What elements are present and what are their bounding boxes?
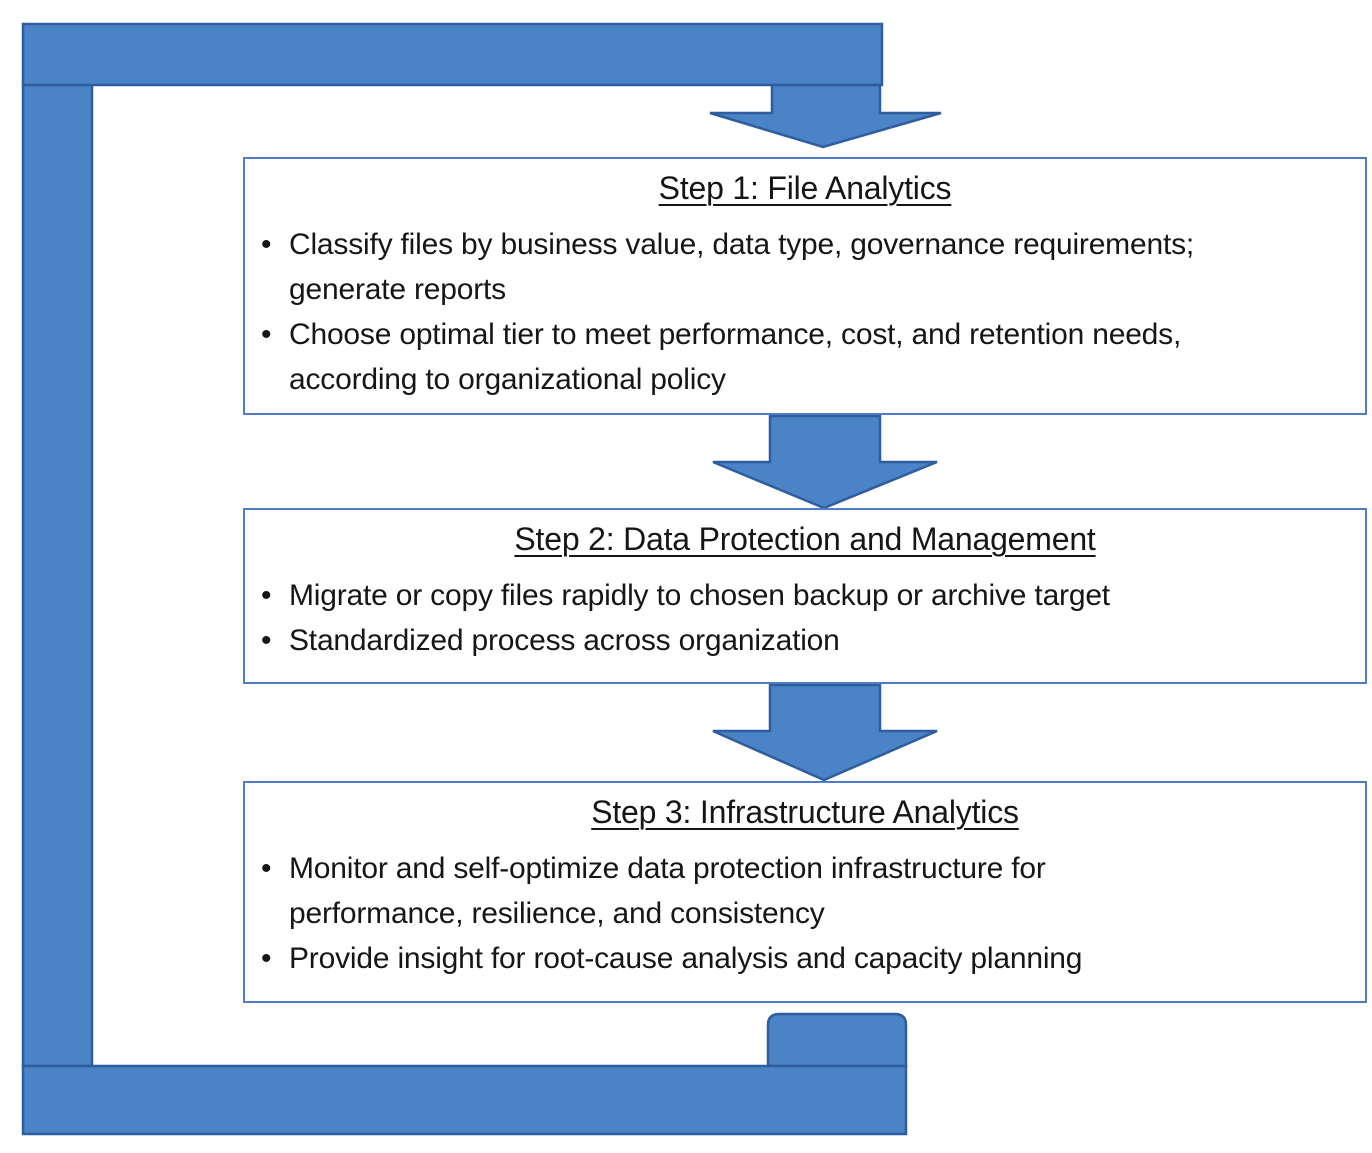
step-3-title: Step 3: Infrastructure Analytics xyxy=(591,794,1019,830)
arrow-down-to-step-2 xyxy=(712,414,938,510)
bullet-text: Choose optimal tier to meet performance,… xyxy=(289,318,1182,396)
bullet-item: • Choose optimal tier to meet performanc… xyxy=(261,312,1359,402)
loop-bottom-bar xyxy=(21,1064,908,1136)
step-2-box: Step 2: Data Protection and Management •… xyxy=(243,508,1367,684)
loop-connector-tab xyxy=(766,1012,908,1068)
arrow-down-to-step-1 xyxy=(709,83,942,149)
bullet-item: • Classify files by business value, data… xyxy=(261,222,1359,312)
bullet-item: • Standardized process across organizati… xyxy=(261,618,1359,663)
step-1-box: Step 1: File Analytics • Classify files … xyxy=(243,157,1367,415)
step-3-box: Step 3: Infrastructure Analytics • Monit… xyxy=(243,781,1367,1003)
step-3-bullets: • Monitor and self-optimize data protect… xyxy=(245,846,1365,981)
bullet-marker: • xyxy=(261,624,272,657)
loop-left-bar xyxy=(21,83,94,1068)
bullet-marker: • xyxy=(261,852,272,885)
step-2-title: Step 2: Data Protection and Management xyxy=(514,521,1096,557)
bullet-text: Migrate or copy files rapidly to chosen … xyxy=(289,579,1110,612)
loop-top-bar xyxy=(21,22,884,87)
arrow-down-to-step-3 xyxy=(712,683,938,782)
bullet-text: Standardized process across organization xyxy=(289,624,840,657)
step-2-bullets: • Migrate or copy files rapidly to chose… xyxy=(245,573,1365,663)
bullet-marker: • xyxy=(261,318,272,351)
bullet-item: • Migrate or copy files rapidly to chose… xyxy=(261,573,1359,618)
bullet-text: Classify files by business value, data t… xyxy=(289,228,1195,306)
bullet-item: • Monitor and self-optimize data protect… xyxy=(261,846,1359,936)
bullet-text: Provide insight for root-cause analysis … xyxy=(289,942,1083,975)
bullet-marker: • xyxy=(261,942,272,975)
loop-shapes xyxy=(21,22,942,1136)
step-1-bullets: • Classify files by business value, data… xyxy=(245,222,1365,402)
bullet-item: • Provide insight for root-cause analysi… xyxy=(261,936,1359,981)
bullet-marker: • xyxy=(261,228,272,261)
bullet-marker: • xyxy=(261,579,272,612)
step-1-title: Step 1: File Analytics xyxy=(658,170,952,206)
bullet-text: Monitor and self-optimize data protectio… xyxy=(289,852,1046,930)
